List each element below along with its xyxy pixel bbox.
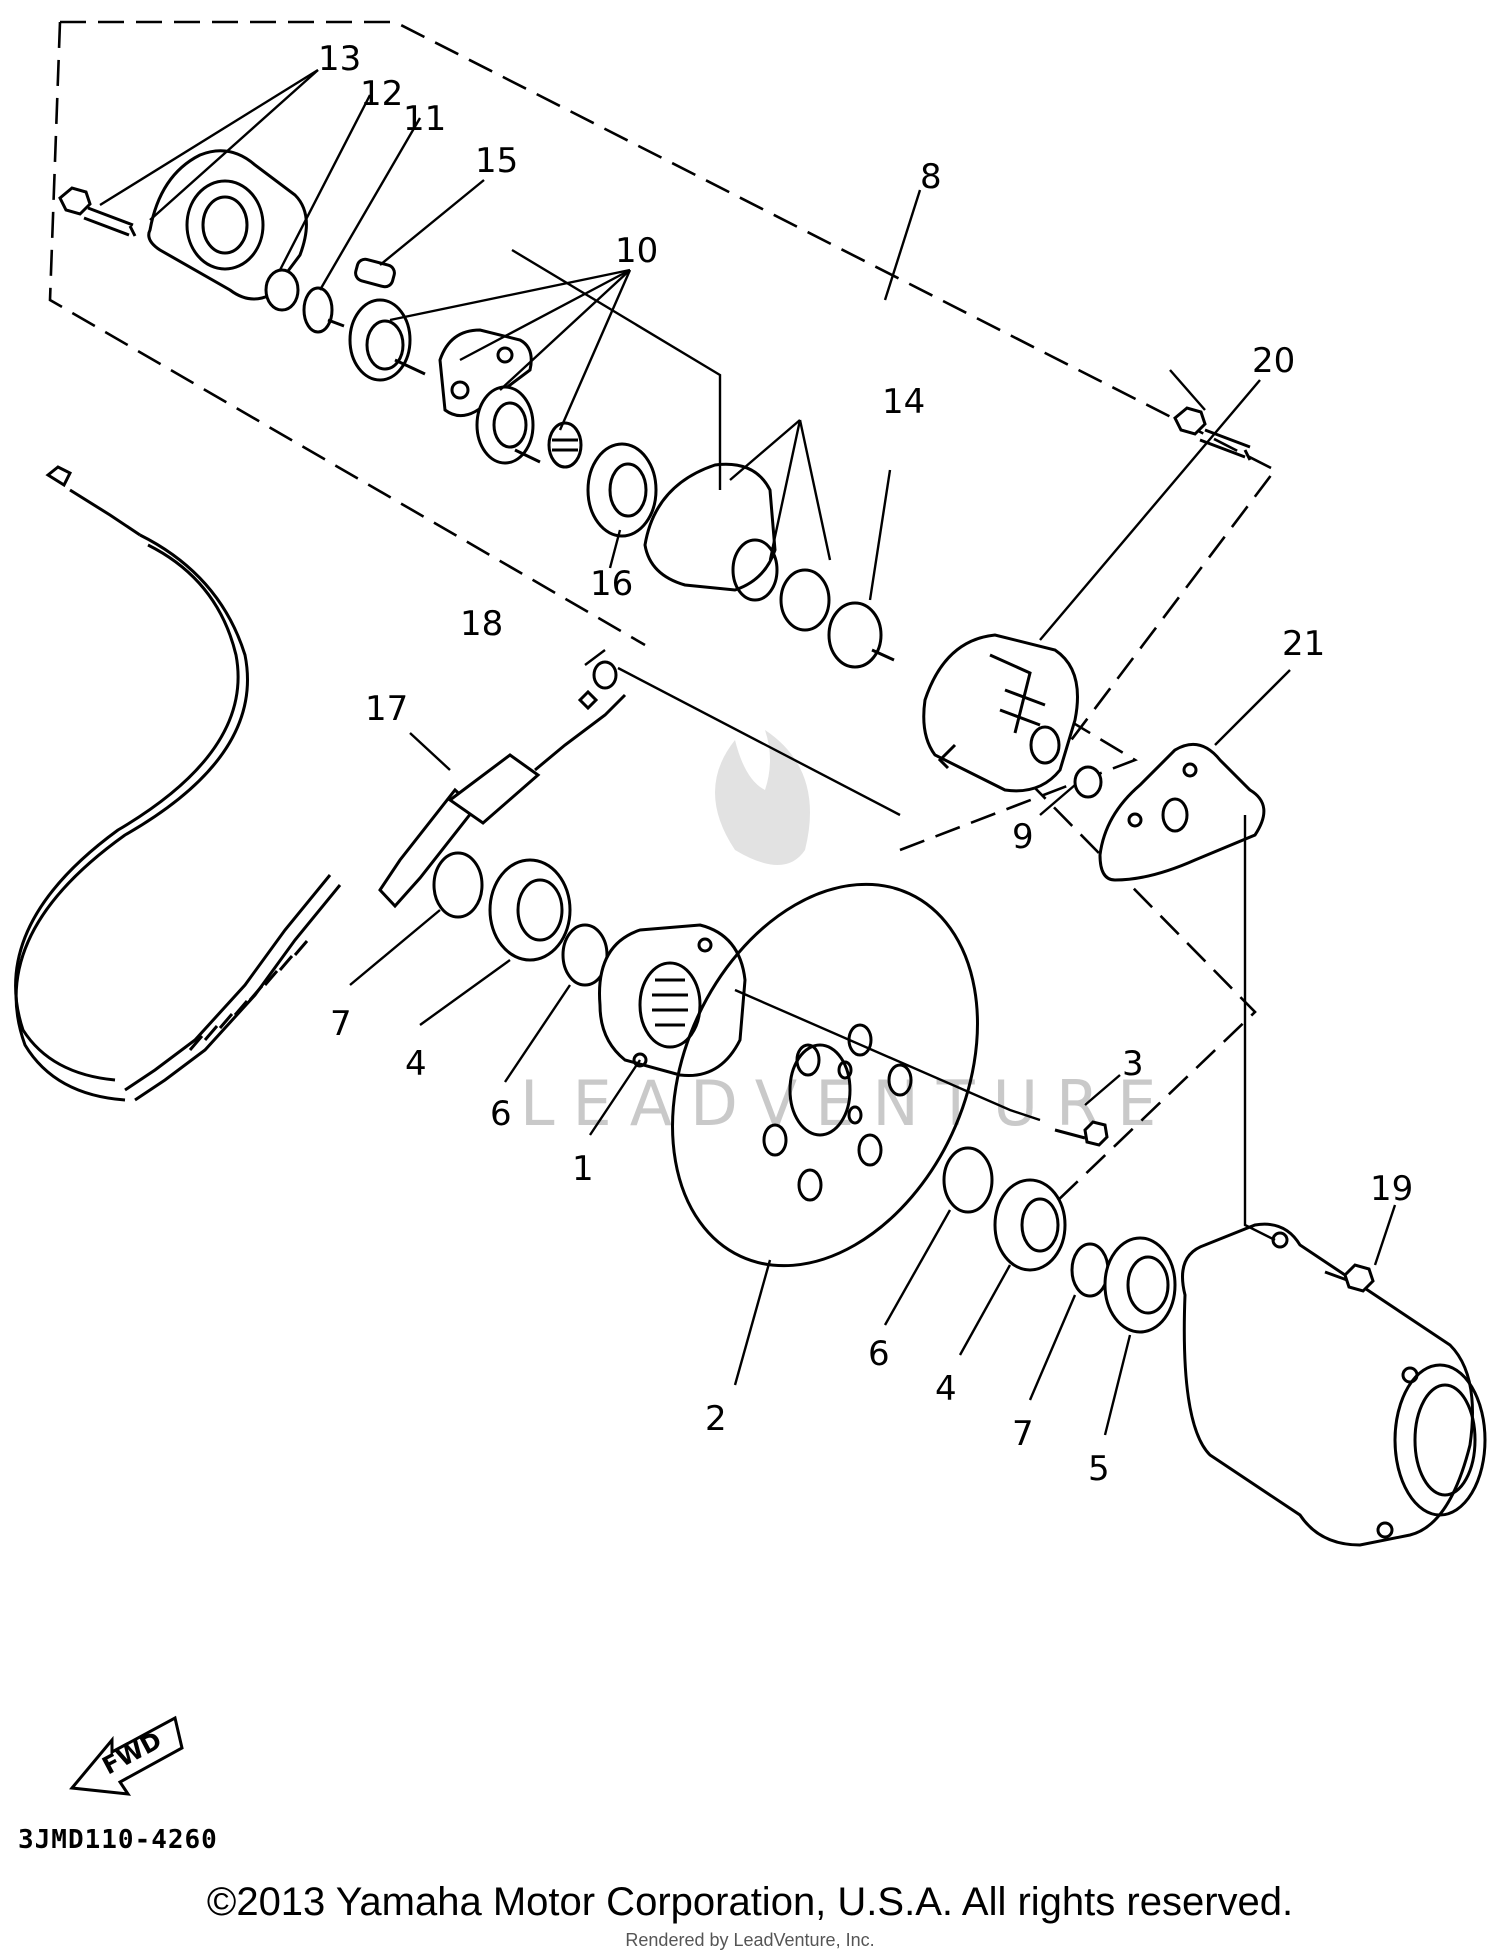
callout-2: 2 [705, 1399, 727, 1439]
callout-12: 12 [360, 74, 403, 114]
callout-8: 8 [920, 157, 942, 197]
callout-15: 15 [475, 141, 518, 181]
callout-17: 17 [365, 689, 408, 729]
part-gasket [643, 462, 777, 592]
part-gear-assembly [348, 298, 426, 382]
part-caliper-cover [147, 149, 308, 301]
part-bolt-3 [1054, 1120, 1109, 1147]
part-caliper-body [922, 633, 1079, 793]
rendered-by-credit: Rendered by LeadVenture, Inc. [625, 1930, 875, 1950]
part-piston-14a [779, 568, 831, 632]
part-10-spring [547, 421, 583, 469]
part-bolt-19 [1324, 1263, 1375, 1293]
callout-7a: 7 [330, 1004, 352, 1044]
callout-13: 13 [318, 39, 361, 79]
callout-9: 9 [1012, 817, 1034, 857]
part-bearing-16 [586, 442, 658, 538]
callout-6a: 6 [490, 1094, 512, 1134]
callout-3: 3 [1122, 1044, 1144, 1084]
part-bolt-13 [58, 186, 137, 237]
part-shaft-11 [302, 286, 345, 334]
copyright-notice: ©2013 Yamaha Motor Corporation, U.S.A. A… [206, 1880, 1294, 1924]
callout-4a: 4 [405, 1044, 427, 1084]
part-seal-4a [488, 858, 572, 962]
part-seal-12 [264, 268, 300, 312]
callout-4b: 4 [935, 1369, 957, 1409]
callout-7b: 7 [1012, 1414, 1034, 1454]
part-hub-1 [598, 923, 747, 1078]
part-oring-14 [731, 538, 779, 602]
callout-18: 18 [460, 604, 503, 644]
part-nut-9 [1073, 765, 1103, 799]
part-piston-14b [827, 601, 895, 669]
leader-lines [99, 68, 1397, 1436]
part-oring-7b [1070, 1242, 1110, 1298]
part-bracket-21 [1098, 742, 1266, 882]
part-pin-15 [354, 257, 396, 289]
callout-20: 20 [1252, 341, 1295, 381]
callout-6b: 6 [868, 1334, 890, 1374]
callout-21: 21 [1282, 624, 1325, 664]
drawing-code: 3JMD110-4260 [18, 1825, 218, 1855]
callout-10: 10 [615, 231, 658, 271]
callout-14: 14 [882, 382, 925, 422]
part-bolt-20 [1173, 406, 1252, 461]
part-10-cup [475, 385, 541, 465]
part-oring-6b [942, 1146, 994, 1214]
fwd-arrow-icon: FWD [69, 1715, 184, 1796]
part-nut-18 [592, 660, 618, 690]
callout-19: 19 [1370, 1169, 1413, 1209]
part-brake-cable [14, 465, 627, 1102]
callout-5: 5 [1088, 1449, 1110, 1489]
callout-1: 1 [572, 1149, 594, 1189]
caliper-assembly-outline [60, 20, 1277, 1206]
part-hub-housing [1181, 1222, 1487, 1547]
part-seal-4b [993, 1178, 1067, 1272]
callout-16: 16 [590, 564, 633, 604]
part-seal-5 [1103, 1236, 1177, 1334]
part-oring-7a [432, 851, 484, 919]
callout-11: 11 [403, 99, 446, 139]
part-lever-plate [438, 328, 533, 418]
part-brake-disc-2 [671, 882, 979, 1268]
